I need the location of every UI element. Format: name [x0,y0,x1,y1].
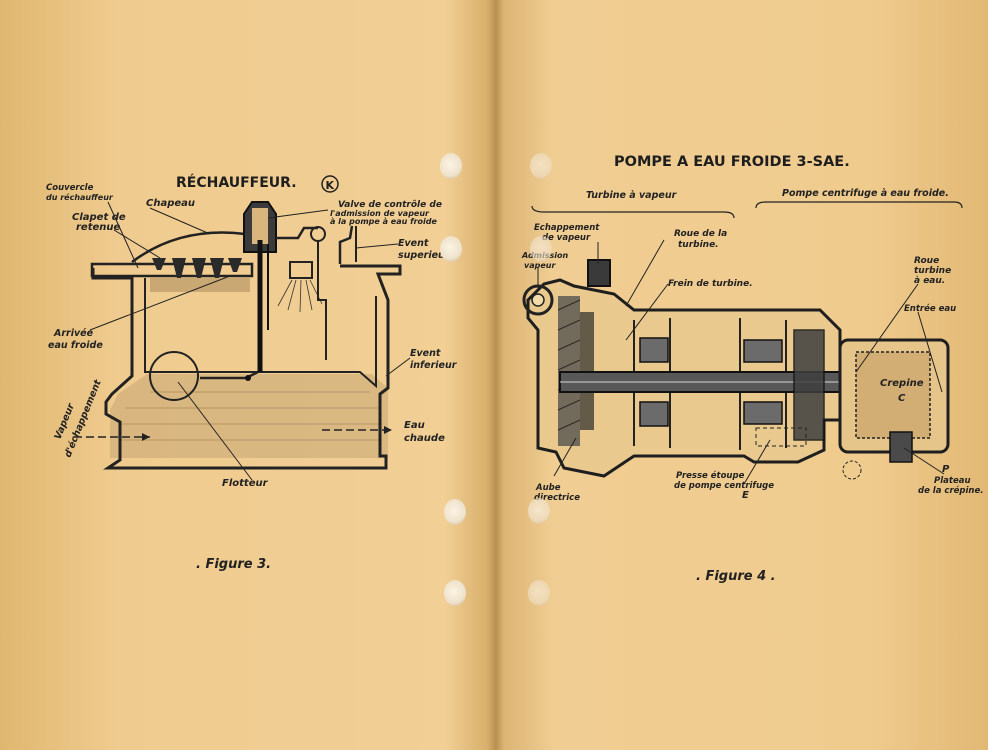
punch-hole [530,153,552,179]
punch-hole [530,236,552,262]
pump-impeller [793,329,825,441]
label-e: E [742,490,749,501]
top-flange [90,262,254,278]
spray [277,279,323,313]
label-event-inf-1: Event [410,348,441,359]
inner-pipe [317,240,327,360]
figure-4-caption: . Figure 4 . [696,569,776,584]
rechauffeur-diagram: RÉCHAUFFEUR. K [46,174,458,572]
label-aube-2: directrice [534,493,580,503]
label-event-inf-2: inferieur [410,360,458,371]
label-admission-2: vapeur [524,261,556,270]
figure-3-caption: . Figure 3. [196,557,271,572]
label-valve-3: à la pompe à eau froide [330,217,437,226]
marker-circle [321,175,339,193]
strainer [855,351,931,439]
punch-hole [444,499,466,525]
label-eau-chaude-2: chaude [404,433,445,444]
label-event-sup-2: superieur [398,250,451,261]
inlet-hatch [150,278,250,292]
label-echappement-1: Echappement [534,223,600,233]
float [149,351,199,401]
tank-inner-wall [144,278,377,389]
label-aube-1: Aube [535,483,561,493]
label-clapet-1: Clapet de [72,212,126,223]
label-p: P [942,464,950,475]
leader-lines [89,201,411,481]
section-turbine: Turbine à vapeur [586,190,678,201]
punch-hole [440,236,462,262]
figure-3-title: RÉCHAUFFEUR. [176,174,297,191]
label-frein: Frein de turbine. [668,279,753,289]
label-arrivee-2: eau froide [48,340,103,351]
label-clapet-2: retenue [76,222,121,233]
pump-leader-lines [537,239,945,485]
spray-head [289,261,313,279]
punch-hole [528,498,550,524]
marker-k: K [326,179,335,192]
strainer-plate [889,431,913,463]
exhaust-neck [587,259,611,287]
label-chapeau: Chapeau [146,198,195,209]
steam-pipe [276,226,318,240]
bracket-turbine [531,205,735,219]
check-valves [152,258,242,278]
label-entree-eau: Entrée eau [904,303,956,314]
label-couvercle-1: Couvercle [46,183,94,193]
drain-plug [842,460,862,480]
bearing-left-top [639,337,669,363]
upper-vent-pipe [338,225,354,264]
right-page: POMPE A EAU FROIDE 3-SAE. Turbine à vape… [494,0,988,750]
left-page: RÉCHAUFFEUR. K [46,153,466,606]
figure-4-title: POMPE A EAU FROIDE 3-SAE. [614,154,850,170]
label-crepine: Crepine [880,378,924,389]
label-eau-chaude-1: Eau [404,420,425,431]
label-plateau-2: de la crépine. [918,485,983,496]
label-presse-2: de pompe centrifuge [674,481,774,491]
label-roue-2: turbine. [678,240,719,250]
bracket-pompe [755,201,963,209]
label-presse-1: Presse étoupe [676,470,745,481]
bearing-right-top [743,339,783,363]
punch-hole [444,580,466,606]
label-roue-turbine-1: Roue [914,256,939,266]
gland-outline [755,427,807,447]
label-crepine-c: C [898,393,906,404]
label-flotteur: Flotteur [222,478,269,489]
label-roue-1: Roue de la [674,229,727,239]
bearing-right-bottom [743,401,783,425]
label-roue-turbine-3: à eau. [914,276,945,286]
label-valve-2: l'admission de vapeur [330,209,430,218]
label-event-sup-1: Event [398,238,429,249]
bearing-left-bottom [639,401,669,427]
label-echappement-2: de vapeur [542,233,591,243]
valve-bore [252,208,268,244]
water-body [110,374,388,458]
water-ripples [120,391,382,441]
label-arrivee-1: Arrivée [53,328,94,339]
label-roue-turbine-2: turbine [914,266,951,276]
punch-hole [440,153,462,179]
pompe-diagram: POMPE A EAU FROIDE 3-SAE. Turbine à vape… [521,154,983,584]
tank-shell [91,264,402,470]
label-plateau-1: Plateau [934,476,971,486]
label-couvercle-2: du réchauffeur [46,192,114,202]
punch-hole [528,580,550,606]
section-pompe: Pompe centrifuge à eau froide. [782,188,949,199]
label-valve-1: Valve de contrôle de [338,199,442,210]
heater-cover [131,231,246,264]
